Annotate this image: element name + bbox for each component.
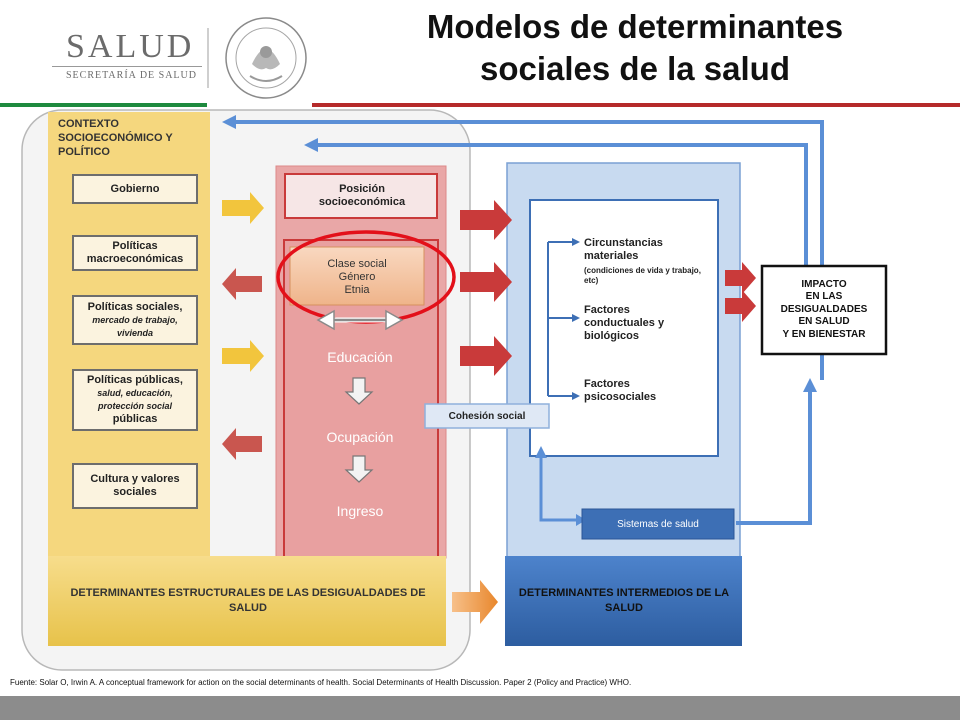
ocupacion-label: Ocupación: [326, 429, 394, 445]
context-item-sublabel: salud, educación, protección social: [97, 388, 173, 411]
context-item-label: Políticas públicas,: [87, 374, 183, 386]
yellow-arrows: [222, 192, 264, 372]
impacto-line-3: DESIGUALDADES: [780, 303, 868, 315]
context-item-politicas-sociales: Políticas sociales, mercado de trabajo, …: [72, 295, 198, 345]
educacion-label: Educación: [327, 349, 393, 365]
clase-box: [289, 246, 425, 306]
sistemas-to-impact: [736, 385, 812, 525]
context-item-sublabel: mercado de trabajo, vivienda: [92, 314, 178, 338]
feedback-arrowhead-outer: [222, 115, 236, 129]
title-line-1: Modelos de determinantes: [426, 8, 844, 45]
feedback-loop-inner: [312, 143, 808, 265]
sistemas-box: [581, 508, 735, 540]
logo-salud: SALUD: [66, 28, 195, 65]
green-stripe: [0, 103, 207, 107]
cohesion-bracket: [539, 456, 580, 522]
orange-arrow: [452, 580, 498, 624]
source-citation: Fuente: Solar O, Irwin A. A conceptual f…: [10, 678, 632, 687]
genero-label: Género: [338, 270, 376, 283]
context-item-label: Cultura y valores sociales: [90, 473, 180, 498]
posicion-box: [284, 173, 438, 219]
sistemas-arrowhead: [803, 378, 817, 392]
context-title: CONTEXTO SOCIOECONÓMICO Y POLÍTICO: [58, 118, 173, 158]
det-estructurales-label: DETERMINANTES ESTRUCTURALES DE LAS DESIG…: [70, 587, 426, 614]
context-item-label: Políticas macroeconómicas: [86, 240, 184, 265]
det-intermedios-label: DETERMINANTES INTERMEDIOS DE LA SALUD: [518, 587, 730, 614]
impacto-line-5: Y EN BIENESTAR: [782, 328, 866, 340]
context-item-label: Gobierno: [110, 182, 160, 195]
posicion-label: Posición socioeconómica: [318, 183, 406, 208]
clase-social-label: Clase social: [327, 257, 387, 270]
red-stripe: [312, 103, 960, 107]
down-arrows: [344, 377, 374, 483]
red-left-arrows: [222, 268, 262, 460]
impacto-line-4: EN SALUD: [798, 316, 850, 328]
intermediate-bar: [505, 556, 742, 646]
circunstancias-label: Circunstancias materiales: [584, 237, 663, 262]
context-item-politicas-publicas: Políticas públicas, salud, educación, pr…: [72, 369, 198, 431]
logo-divider-line: [52, 66, 202, 67]
impacto-line-2: EN LAS: [805, 291, 843, 303]
ingreso-label: Ingreso: [336, 503, 384, 519]
header-separator: [207, 28, 209, 88]
double-arrow: [316, 309, 404, 331]
factores-psicosociales-label: Factores psicosociales: [584, 378, 657, 403]
impact-box: [760, 264, 888, 356]
page-title: Modelos de determinantes sociales de la …: [355, 6, 915, 90]
structural-bar: [48, 556, 446, 646]
context-item-gobierno: Gobierno: [72, 174, 198, 204]
etnia-label: Etnia: [344, 283, 370, 296]
circunstancias-sublabel: (condiciones de vida y trabajo, etc): [584, 266, 701, 285]
logo-subtext: SECRETARÍA DE SALUD: [66, 70, 197, 81]
sistemas-label: Sistemas de salud: [617, 518, 699, 530]
title-line-2: sociales de la salud: [480, 50, 790, 87]
clase-labels: Clase social Género Etnia: [292, 250, 422, 304]
cohesion-box: [424, 403, 550, 429]
mexican-seal-icon: [225, 17, 307, 99]
feedback-arrowhead-inner: [304, 138, 318, 152]
impacto-line-1: IMPACTO: [801, 278, 847, 290]
context-item-cultura: Cultura y valores sociales: [72, 463, 198, 509]
context-item-macroeconomicas: Políticas macroeconómicas: [72, 235, 198, 271]
context-item-label: Políticas sociales,: [87, 300, 183, 313]
factores-conductuales-label: Factores conductuales y biológicos: [584, 303, 665, 342]
footer-bar: [0, 696, 960, 720]
cohesion-label: Cohesión social: [448, 410, 526, 422]
red-right-arrows: [460, 200, 756, 376]
context-item-tail: públicas: [112, 413, 158, 425]
impacto-labels: IMPACTO EN LAS DESIGUALDADES EN SALUD Y …: [764, 270, 884, 350]
